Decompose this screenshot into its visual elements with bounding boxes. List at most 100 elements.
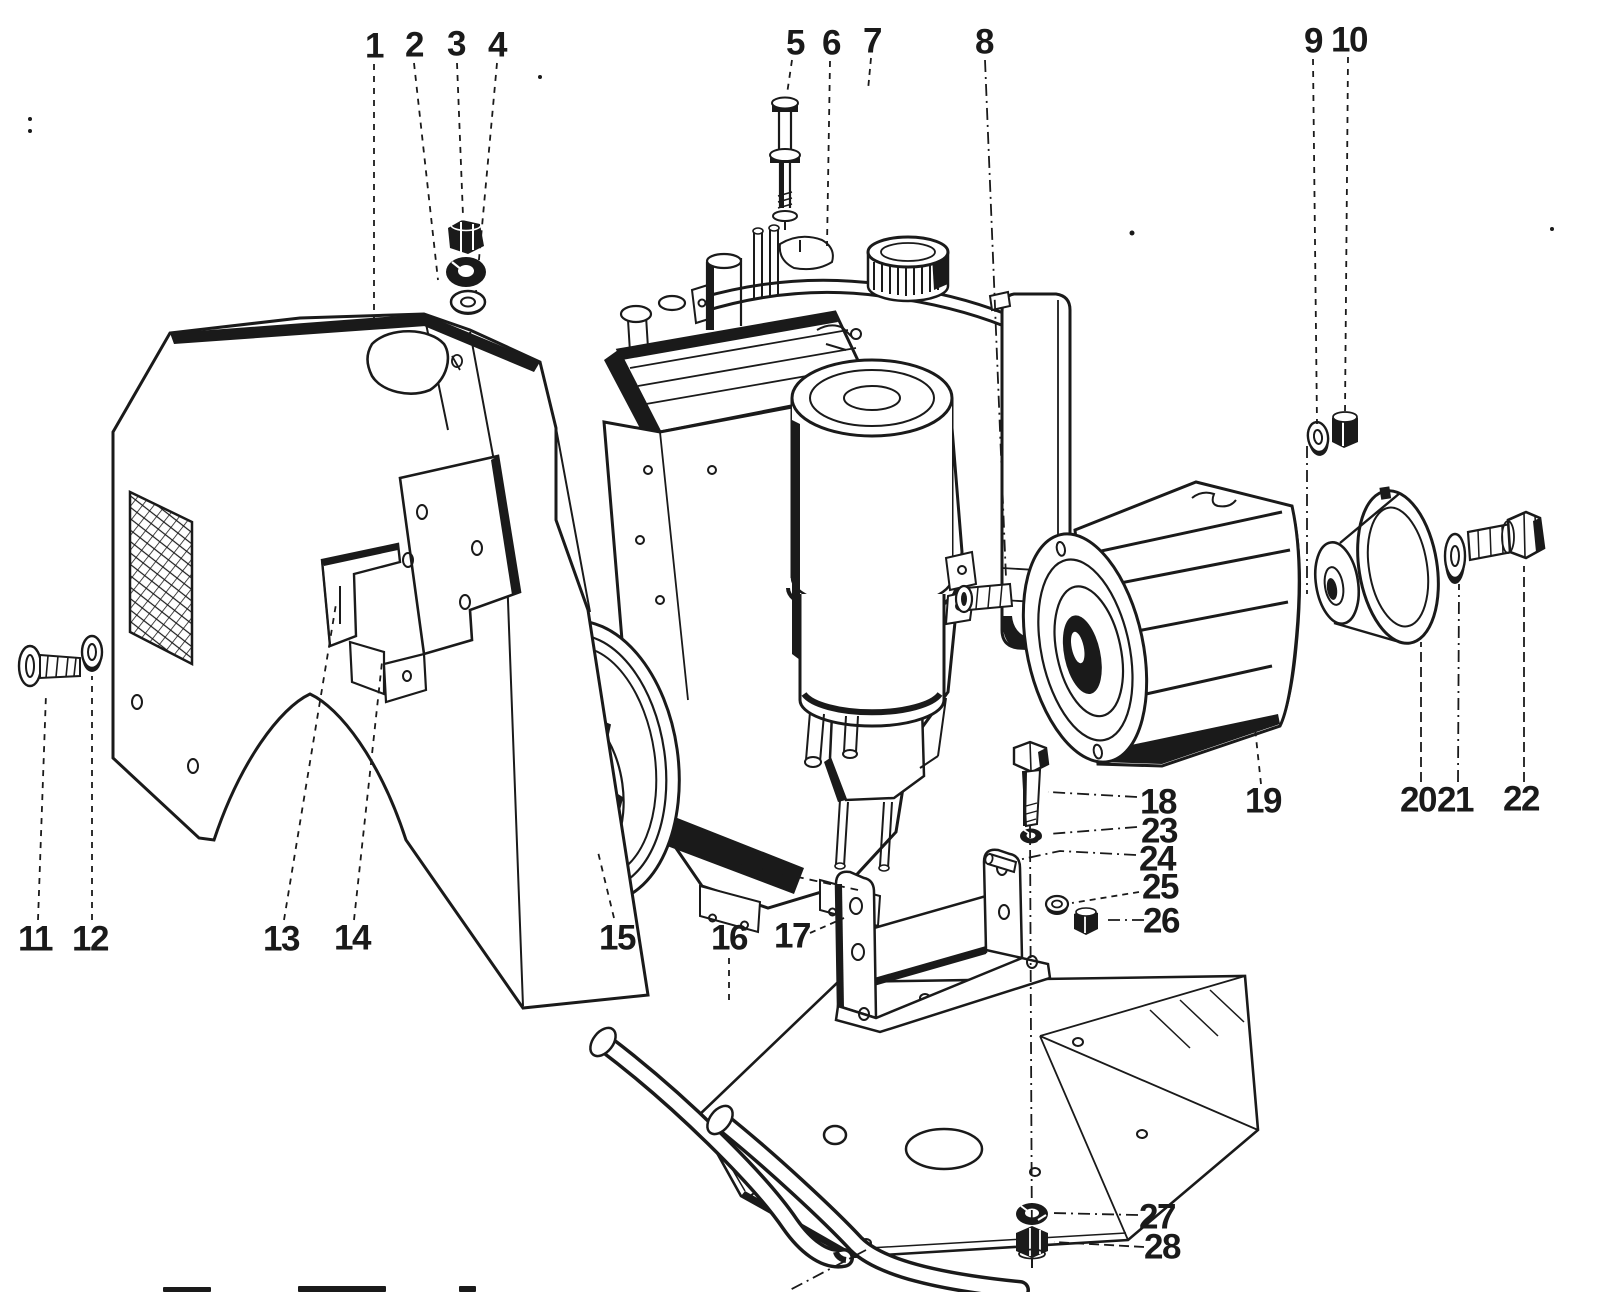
callout-6: 6 — [822, 24, 841, 63]
stud-shaft-shade — [780, 163, 784, 208]
flange-bolt-hole-top — [1055, 540, 1067, 557]
cup — [798, 594, 946, 728]
engine-foot-left — [699, 884, 762, 934]
shroud-hole-1 — [131, 694, 143, 710]
hex-nut-2-top — [450, 218, 482, 232]
mounting-bracket — [834, 848, 1052, 1034]
washer-23-ring — [1020, 828, 1042, 844]
base-nut-28 — [1016, 1226, 1048, 1268]
flange-hole-2 — [1026, 955, 1038, 969]
callout-18: 18 — [1140, 783, 1177, 822]
housing-bottom-band — [1098, 714, 1280, 764]
tube-a-end-cap — [589, 1026, 617, 1058]
strap-bolt — [697, 298, 707, 308]
housing-flange — [1021, 532, 1149, 764]
ear-hole-4 — [998, 904, 1010, 920]
pto-hub — [1313, 486, 1440, 645]
stud-top-1 — [752, 227, 764, 235]
callout-26: 26 — [1143, 902, 1180, 941]
hex-nut-2 — [448, 220, 484, 254]
washer-21-ring — [1443, 532, 1467, 580]
flat-washer-4-inner — [460, 296, 476, 308]
cylinder-head-stud — [769, 96, 801, 230]
flange-bolt-18 — [1012, 740, 1050, 828]
nut-26-top — [1075, 907, 1097, 917]
print-speck-1 — [28, 117, 32, 121]
stud-nut-10 — [1332, 411, 1358, 448]
drain-end-1 — [804, 756, 822, 768]
cutoff-caption-fragment-2 — [298, 1286, 386, 1292]
washer-21-shade — [1445, 562, 1465, 584]
callout-21: 21 — [1437, 781, 1474, 820]
print-speck-5 — [1550, 227, 1554, 231]
leader-18 — [1047, 791, 1138, 798]
screw-shank — [39, 653, 81, 680]
nut-10-top — [1332, 411, 1358, 423]
hex-nut-2-facets — [460, 222, 474, 252]
clamp-lug-upper — [944, 550, 978, 592]
bolt-22-head-shade — [1533, 518, 1544, 552]
leader-2 — [413, 62, 439, 281]
washer-ring-inner — [87, 643, 97, 661]
tube-bend-shade — [833, 1250, 847, 1263]
starter-housing — [1021, 480, 1302, 768]
plate-flap-hatch — [1149, 989, 1245, 1049]
callout-12: 12 — [72, 920, 109, 959]
washer-25-ring — [1044, 894, 1070, 914]
stud-top-2 — [768, 224, 780, 232]
valve-cap-2 — [657, 294, 687, 312]
pump-shade — [824, 758, 846, 802]
leader-9 — [1312, 58, 1318, 425]
shroud-hole-2 — [187, 758, 199, 774]
leader-lines — [37, 56, 1525, 1248]
rocker-notch — [799, 240, 852, 351]
flat-washer-25 — [1044, 894, 1070, 915]
hub-barrel-lines — [1333, 492, 1401, 643]
bracket-bottom-flange — [834, 956, 1052, 1034]
tank-strap — [699, 278, 1007, 328]
valve-cap-1 — [619, 304, 653, 324]
pump-studs — [835, 799, 893, 869]
washer-23-notches — [1023, 829, 1045, 843]
lid-center — [843, 385, 901, 411]
crankcase-diagonal-shade — [646, 808, 804, 894]
bolt-18-threads — [1025, 802, 1038, 823]
callout-7: 7 — [863, 22, 881, 61]
washer-27-split — [1020, 1205, 1047, 1221]
callout-20: 20 — [1400, 781, 1437, 820]
screw-head — [17, 644, 43, 688]
washer-9-inner — [1312, 429, 1324, 445]
fuel-cap — [866, 235, 950, 303]
tube-b-end-cap — [706, 1104, 734, 1136]
fastener-stack — [446, 218, 489, 315]
callout-23: 23 — [1141, 812, 1178, 851]
drain-fitting-1 — [805, 711, 825, 763]
lock-washer-3-notches — [451, 261, 489, 285]
print-speck-4 — [1129, 230, 1135, 236]
screw-head-slot — [25, 654, 35, 678]
clamp-screw-threads — [975, 584, 1003, 610]
hub-washer — [1443, 532, 1467, 584]
callout-5: 5 — [786, 24, 805, 63]
hub-bore — [1323, 566, 1345, 606]
callout-28: 28 — [1144, 1228, 1181, 1267]
bracket-web-shade — [874, 946, 986, 986]
lid — [790, 358, 954, 438]
flat-washer-4-shade — [451, 304, 485, 315]
stud-collar — [769, 148, 801, 162]
head-top-shade — [618, 312, 838, 360]
shroud-top-opening — [366, 329, 450, 395]
cup-bottom-shade — [801, 692, 943, 716]
lid-inner — [809, 369, 935, 427]
caption-fragments — [163, 1286, 476, 1292]
stud-washer-9 — [1306, 420, 1330, 456]
lock-washer-3 — [446, 257, 486, 287]
housing-streaks — [1073, 510, 1291, 708]
tank-filler-neck — [988, 290, 1012, 312]
housing-end-arc — [1279, 505, 1302, 727]
leader-8 — [984, 59, 1007, 579]
bracket-web — [872, 894, 988, 986]
mount-washer — [80, 634, 104, 672]
small-bracket-slot — [321, 559, 341, 647]
